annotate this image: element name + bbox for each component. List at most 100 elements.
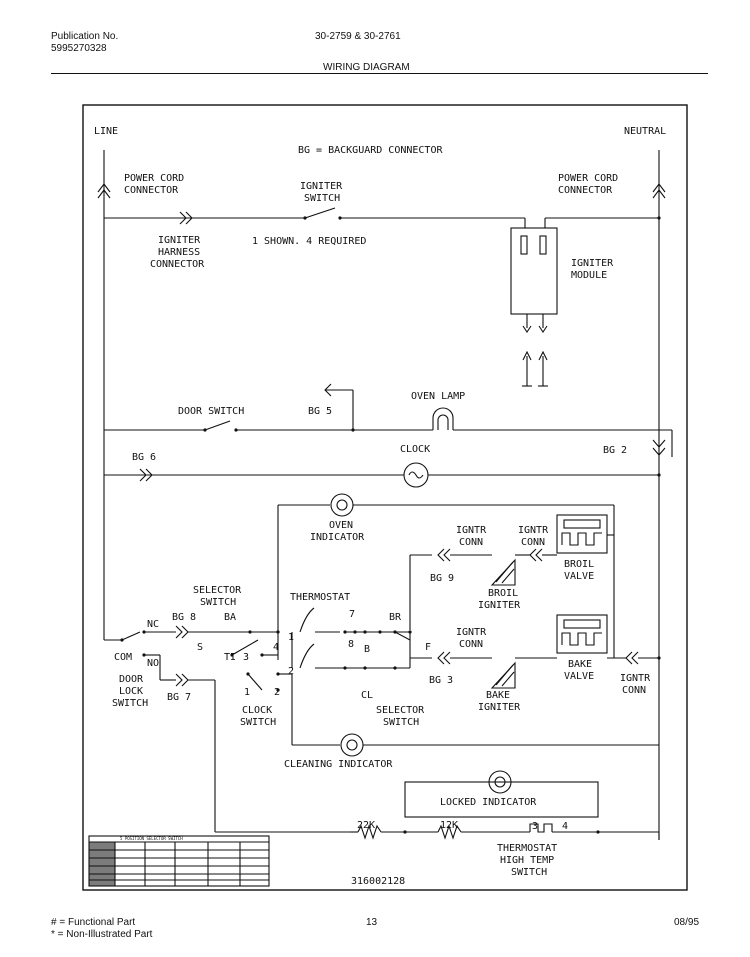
broil-valve-label-2: VALVE [564, 571, 594, 582]
igntr-conn-3a: IGNTR [456, 627, 487, 638]
broil-valve [556, 514, 608, 554]
clock-switch-term-1: 1 [244, 687, 250, 698]
broil-valve-label-1: BROIL [564, 559, 594, 570]
revision-date: 08/95 [674, 917, 700, 928]
oven-lamp-symbol [432, 407, 454, 430]
bg7-label: BG 7 [167, 692, 191, 703]
locked-indicator-box [404, 781, 599, 818]
publication-label: Publication No. [51, 31, 119, 42]
power-cord-right-2: CONNECTOR [558, 185, 613, 196]
model-numbers: 30-2759 & 30-2761 [315, 31, 401, 42]
page-number: 13 [366, 917, 378, 928]
igniter-harness-2: HARNESS [158, 247, 200, 258]
page-title: WIRING DIAGRAM [323, 62, 410, 73]
oven-indicator-label-1: OVEN [329, 520, 353, 531]
bake-igniter-label-2: IGNITER [478, 702, 521, 713]
cl-label: CL [361, 690, 373, 701]
igntr-conn-4a: IGNTR [620, 673, 651, 684]
power-cord-left-1: POWER CORD [124, 173, 184, 184]
thermostat-contact [299, 607, 315, 633]
ht-switch-term-3: 3 [532, 821, 538, 832]
door-lock-label-3: SWITCH [112, 698, 148, 709]
power-cord-right-1: POWER CORD [558, 173, 618, 184]
oven-lamp-label: OVEN LAMP [411, 391, 465, 402]
functional-part-note: # = Functional Part [51, 917, 136, 928]
igntr-conn-2a: IGNTR [518, 525, 549, 536]
clock-switch-term-2: 2 [274, 687, 280, 698]
oven-indicator [330, 493, 354, 517]
term-1-label: 1 [288, 632, 294, 643]
igntr-conn-1a: IGNTR [456, 525, 487, 536]
bg2-label: BG 2 [603, 445, 627, 456]
bg9-label: BG 9 [430, 573, 454, 584]
igniter-module-1: IGNITER [571, 258, 614, 269]
thermostat-ht-label-1: THERMOSTAT [497, 843, 557, 854]
locked-indicator-label: LOCKED INDICATOR [440, 797, 537, 808]
selector-switch-label-1: SELECTOR [193, 585, 242, 596]
selector-switch-label-2: SWITCH [200, 597, 236, 608]
broil-igniter-label-1: BROIL [488, 588, 518, 599]
igniter-switch-label-1: IGNITER [300, 181, 343, 192]
clock-switch-label-2: SWITCH [240, 717, 276, 728]
bg5-label: BG 5 [308, 406, 332, 417]
f-label: F [425, 642, 431, 653]
line-label: LINE [94, 126, 118, 137]
igntr-conn-2b: CONN [521, 537, 545, 548]
non-illustrated-note: * = Non-Illustrated Part [51, 929, 153, 940]
resistor-22k [357, 824, 382, 840]
bake-valve-label-1: BAKE [568, 659, 592, 670]
power-cord-left-2: CONNECTOR [124, 185, 179, 196]
selector-switch2-label-2: SWITCH [383, 717, 419, 728]
igniter-module [510, 227, 558, 315]
cleaning-indicator-label: CLEANING INDICATOR [284, 759, 393, 770]
selector-switch-table [88, 835, 270, 887]
ba-label: BA [224, 612, 236, 623]
thermostat-ht-label-3: SWITCH [511, 867, 547, 878]
resistor-22k-label: 22K [357, 820, 375, 831]
resistor-12k [437, 824, 462, 840]
cleaning-indicator [340, 733, 364, 757]
igniter-module-2: MODULE [571, 270, 607, 281]
header-rule [51, 73, 708, 74]
door-lock-label-2: LOCK [119, 686, 143, 697]
locked-indicator [488, 770, 512, 794]
door-switch-label: DOOR SWITCH [178, 406, 244, 417]
com-label: COM [114, 652, 132, 663]
door-lock-label-1: DOOR [119, 674, 144, 685]
igniter-harness-3: CONNECTOR [150, 259, 205, 270]
thermostat-high-temp-switch [529, 823, 553, 833]
selector-switch2-label-1: SELECTOR [376, 705, 425, 716]
oven-indicator-label-2: INDICATOR [310, 532, 365, 543]
clock-switch-label-1: CLOCK [242, 705, 272, 716]
igntr-conn-4b: CONN [622, 685, 646, 696]
resistor-12k-label: 12K [440, 820, 458, 831]
bg3-label: BG 3 [429, 675, 453, 686]
term-2-label: 2 [288, 666, 294, 677]
door-lock-switch [121, 631, 141, 641]
term-4-label: 4 [273, 642, 279, 653]
bake-valve-label-2: VALVE [564, 671, 594, 682]
broil-igniter-label-2: IGNITER [478, 600, 521, 611]
ht-switch-term-4: 4 [562, 821, 568, 832]
br-label: BR [389, 612, 402, 623]
diagram-border [82, 104, 688, 891]
igniter-switch-label-2: SWITCH [304, 193, 340, 204]
part-number: 316002128 [351, 876, 405, 887]
ti-label: TI [224, 652, 236, 663]
bake-igniter-label-1: BAKE [486, 690, 510, 701]
thermostat-ht-label-2: HIGH TEMP [500, 855, 554, 866]
no-label: NO [147, 658, 159, 669]
igniter-switch [304, 207, 336, 219]
thermostat-label: THERMOSTAT [290, 592, 350, 603]
term-8-label: 8 [348, 639, 354, 650]
s-label: S [197, 642, 203, 653]
bg8-label: BG 8 [172, 612, 196, 623]
term-3-label: 3 [243, 652, 249, 663]
igntr-conn-1b: CONN [459, 537, 483, 548]
neutral-label: NEUTRAL [624, 126, 666, 137]
publication-number: 5995270328 [51, 43, 107, 54]
table-title: 5 POSITION SELECTOR SWITCH [120, 836, 183, 841]
clock-label: CLOCK [400, 444, 430, 455]
nc-label: NC [147, 619, 159, 630]
